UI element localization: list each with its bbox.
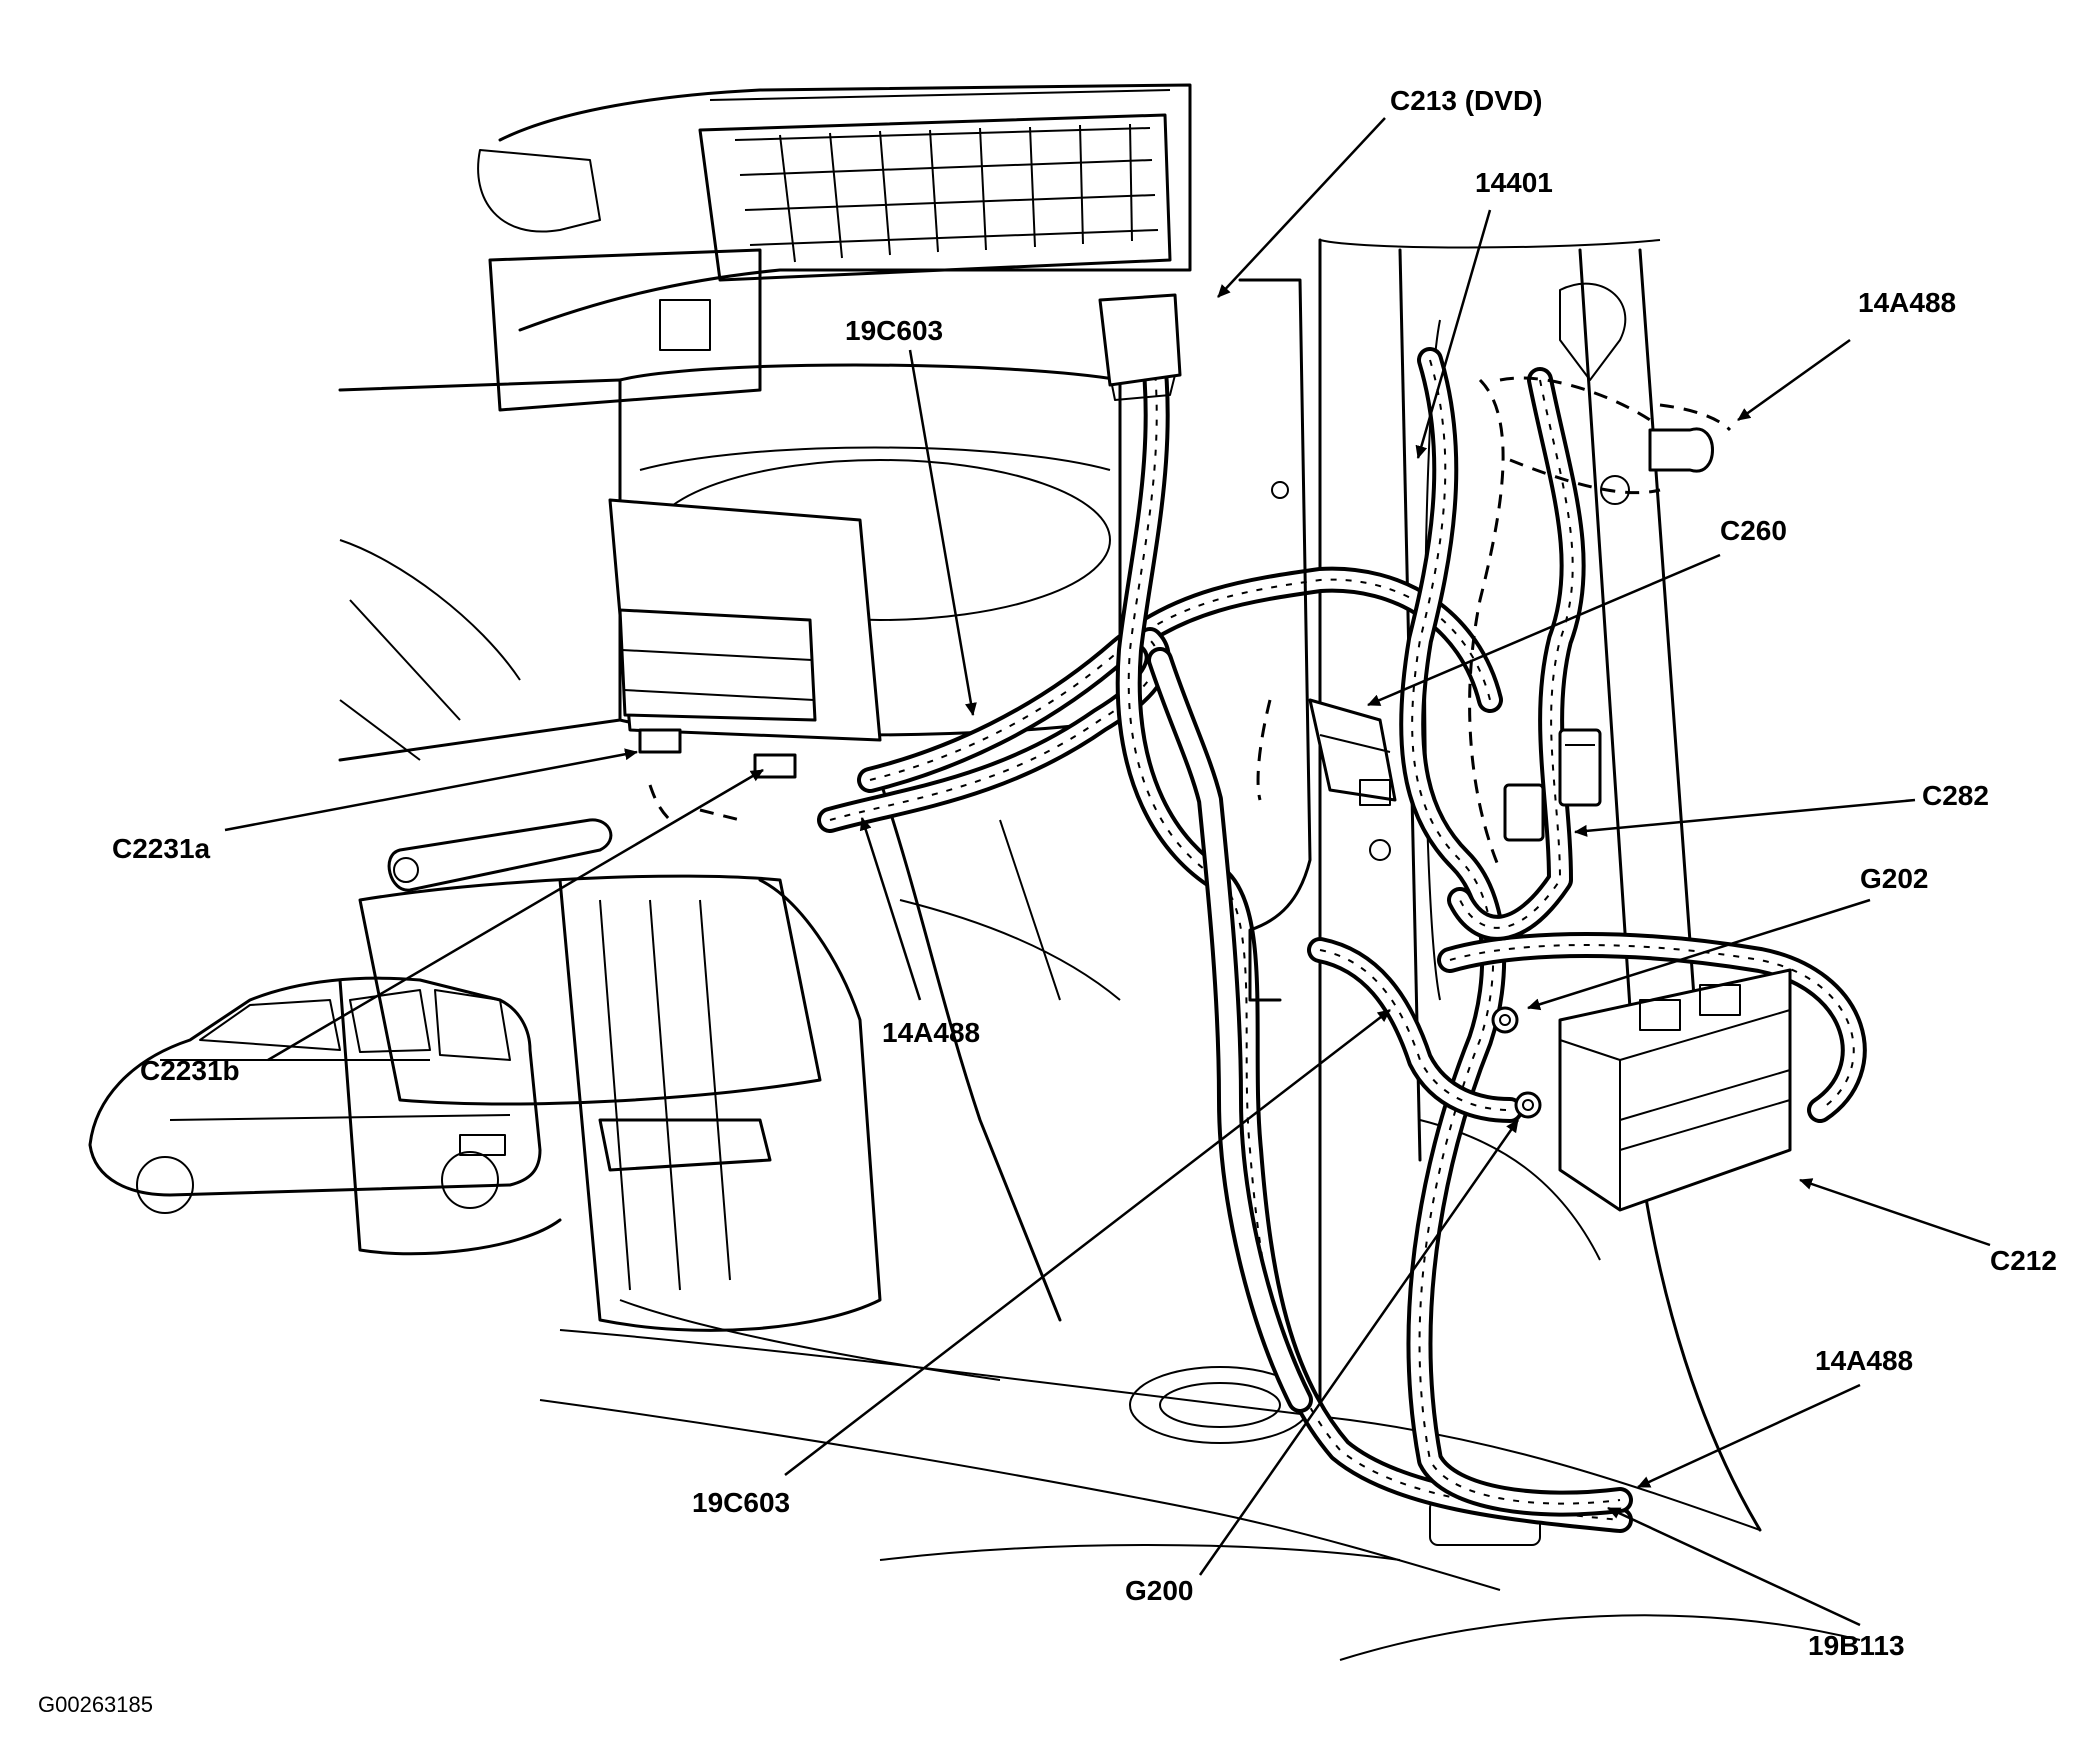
connector-14a488-top bbox=[1648, 427, 1714, 473]
wiring-harness-mid-vertical bbox=[1147, 647, 1313, 1413]
connector-c282 bbox=[1503, 728, 1602, 842]
label-19b113: 19B113 bbox=[1808, 1630, 1905, 1661]
label-14a488-top: 14A488 bbox=[1858, 287, 1956, 318]
ground-g202 bbox=[1491, 1006, 1519, 1034]
hvac-grille bbox=[734, 123, 1159, 263]
label-c282: C282 bbox=[1922, 780, 1989, 811]
label-c212: C212 bbox=[1990, 1245, 2057, 1276]
connector-c213 bbox=[1098, 293, 1182, 401]
label-c213-dvd: C213 (DVD) bbox=[1390, 85, 1542, 116]
label-c2231b: C2231b bbox=[140, 1055, 240, 1086]
wiring-harness-lower-left bbox=[1307, 937, 1523, 1123]
label-c2231a: C2231a bbox=[112, 833, 211, 864]
label-14a488-mid: 14A488 bbox=[882, 1017, 980, 1048]
label-c260: C260 bbox=[1720, 515, 1787, 546]
connector-c212 bbox=[1558, 968, 1792, 1212]
ground-g200 bbox=[1514, 1091, 1542, 1119]
label-g200: G200 bbox=[1125, 1575, 1194, 1606]
label-14401: 14401 bbox=[1475, 167, 1553, 198]
wiring-harness-vertical bbox=[1115, 317, 1633, 1533]
figure-code: G00263185 bbox=[38, 1692, 153, 1717]
connector-c260 bbox=[1308, 698, 1397, 806]
label-14a488-low: 14A488 bbox=[1815, 1345, 1913, 1376]
label-19c603-bottom: 19C603 bbox=[692, 1487, 790, 1518]
label-19c603-top: 19C603 bbox=[845, 315, 943, 346]
label-g202: G202 bbox=[1860, 863, 1929, 894]
wiring-harness-c212-loop bbox=[1437, 932, 1867, 1123]
control-module bbox=[608, 498, 882, 779]
bracket bbox=[1238, 278, 1391, 1002]
vehicle-locator-icon bbox=[88, 976, 542, 1214]
vehicle-structure bbox=[338, 83, 1861, 1661]
leader-lines bbox=[224, 117, 1991, 1627]
wiring-harness-right-loop bbox=[1447, 367, 1586, 941]
